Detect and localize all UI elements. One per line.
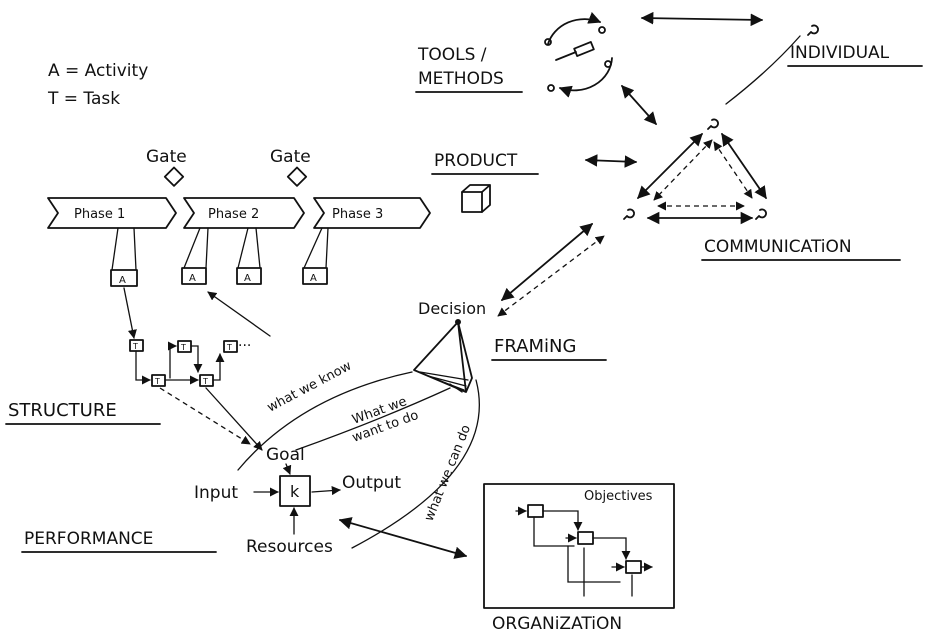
goal-label: Goal [266, 445, 305, 465]
dashed-arrow-decision-communication [498, 236, 604, 316]
svg-text:T: T [180, 343, 186, 352]
performance-label: PERFORMANCE [24, 529, 153, 549]
arrow-product-communication [586, 160, 636, 162]
gate-icon-1 [165, 168, 183, 186]
arrow-decision-communication [502, 224, 592, 300]
svg-text:T: T [154, 377, 160, 386]
k-label: k [290, 482, 300, 501]
objectives-label: Objectives [584, 489, 653, 504]
individual-person-icon [808, 25, 818, 35]
decision-label: Decision [418, 299, 486, 318]
svg-text:T: T [226, 343, 232, 352]
gate-label-1: Gate [146, 147, 187, 167]
input-label: Input [194, 483, 238, 503]
svg-text:Phase 1: Phase 1 [74, 207, 125, 222]
output-label: Output [342, 473, 401, 493]
svg-text:A: A [119, 275, 126, 286]
product-cube-icon [462, 185, 490, 212]
gate-label-2: Gate [270, 147, 311, 167]
arrow-tools-communication [622, 86, 656, 124]
product-label: PRODUCT [434, 151, 518, 171]
svg-text:A: A [310, 273, 317, 284]
svg-text:T: T [132, 342, 138, 351]
tools-icon [545, 19, 612, 91]
organization-label: ORGANiZATiON [492, 614, 622, 633]
tools-label: TOOLS / [417, 45, 487, 65]
what-we-can-do-label: what we can do [422, 423, 474, 524]
arrow-performance-organization [340, 520, 466, 556]
phase-1-chevron: Phase 1 [48, 198, 176, 228]
legend-activity: A = Activity [48, 61, 148, 81]
resources-label: Resources [246, 537, 333, 557]
task-network: T T T T T [124, 288, 270, 450]
svg-text:T: T [202, 377, 208, 386]
framing-label: FRAMiNG [494, 336, 576, 357]
legend-task: T = Task [47, 89, 120, 109]
line-individual-communication [726, 36, 800, 104]
svg-text:Phase 3: Phase 3 [332, 207, 383, 222]
phase-3-chevron: Phase 3 [314, 198, 430, 228]
task-ellipsis: ··· [238, 338, 251, 354]
gate-icon-2 [288, 168, 306, 186]
structure-label: STRUCTURE [8, 400, 117, 421]
svg-text:A: A [244, 273, 251, 284]
methods-label: METHODS [418, 69, 504, 89]
individual-label: INDIVIDUAL [790, 43, 890, 63]
arrow-goal-k [286, 464, 290, 474]
what-we-know-label: what we know [265, 358, 355, 415]
svg-text:Phase 2: Phase 2 [208, 207, 259, 222]
communication-triangle [624, 119, 766, 219]
arrow-tools-individual [642, 18, 762, 20]
activity-funnels: A A A A [111, 228, 328, 286]
arrow-k-output [312, 490, 340, 492]
svg-text:A: A [189, 273, 196, 284]
communication-label: COMMUNICATiON [704, 237, 852, 257]
decision-pyramid-icon [414, 319, 472, 392]
phase-2-chevron: Phase 2 [184, 198, 304, 228]
